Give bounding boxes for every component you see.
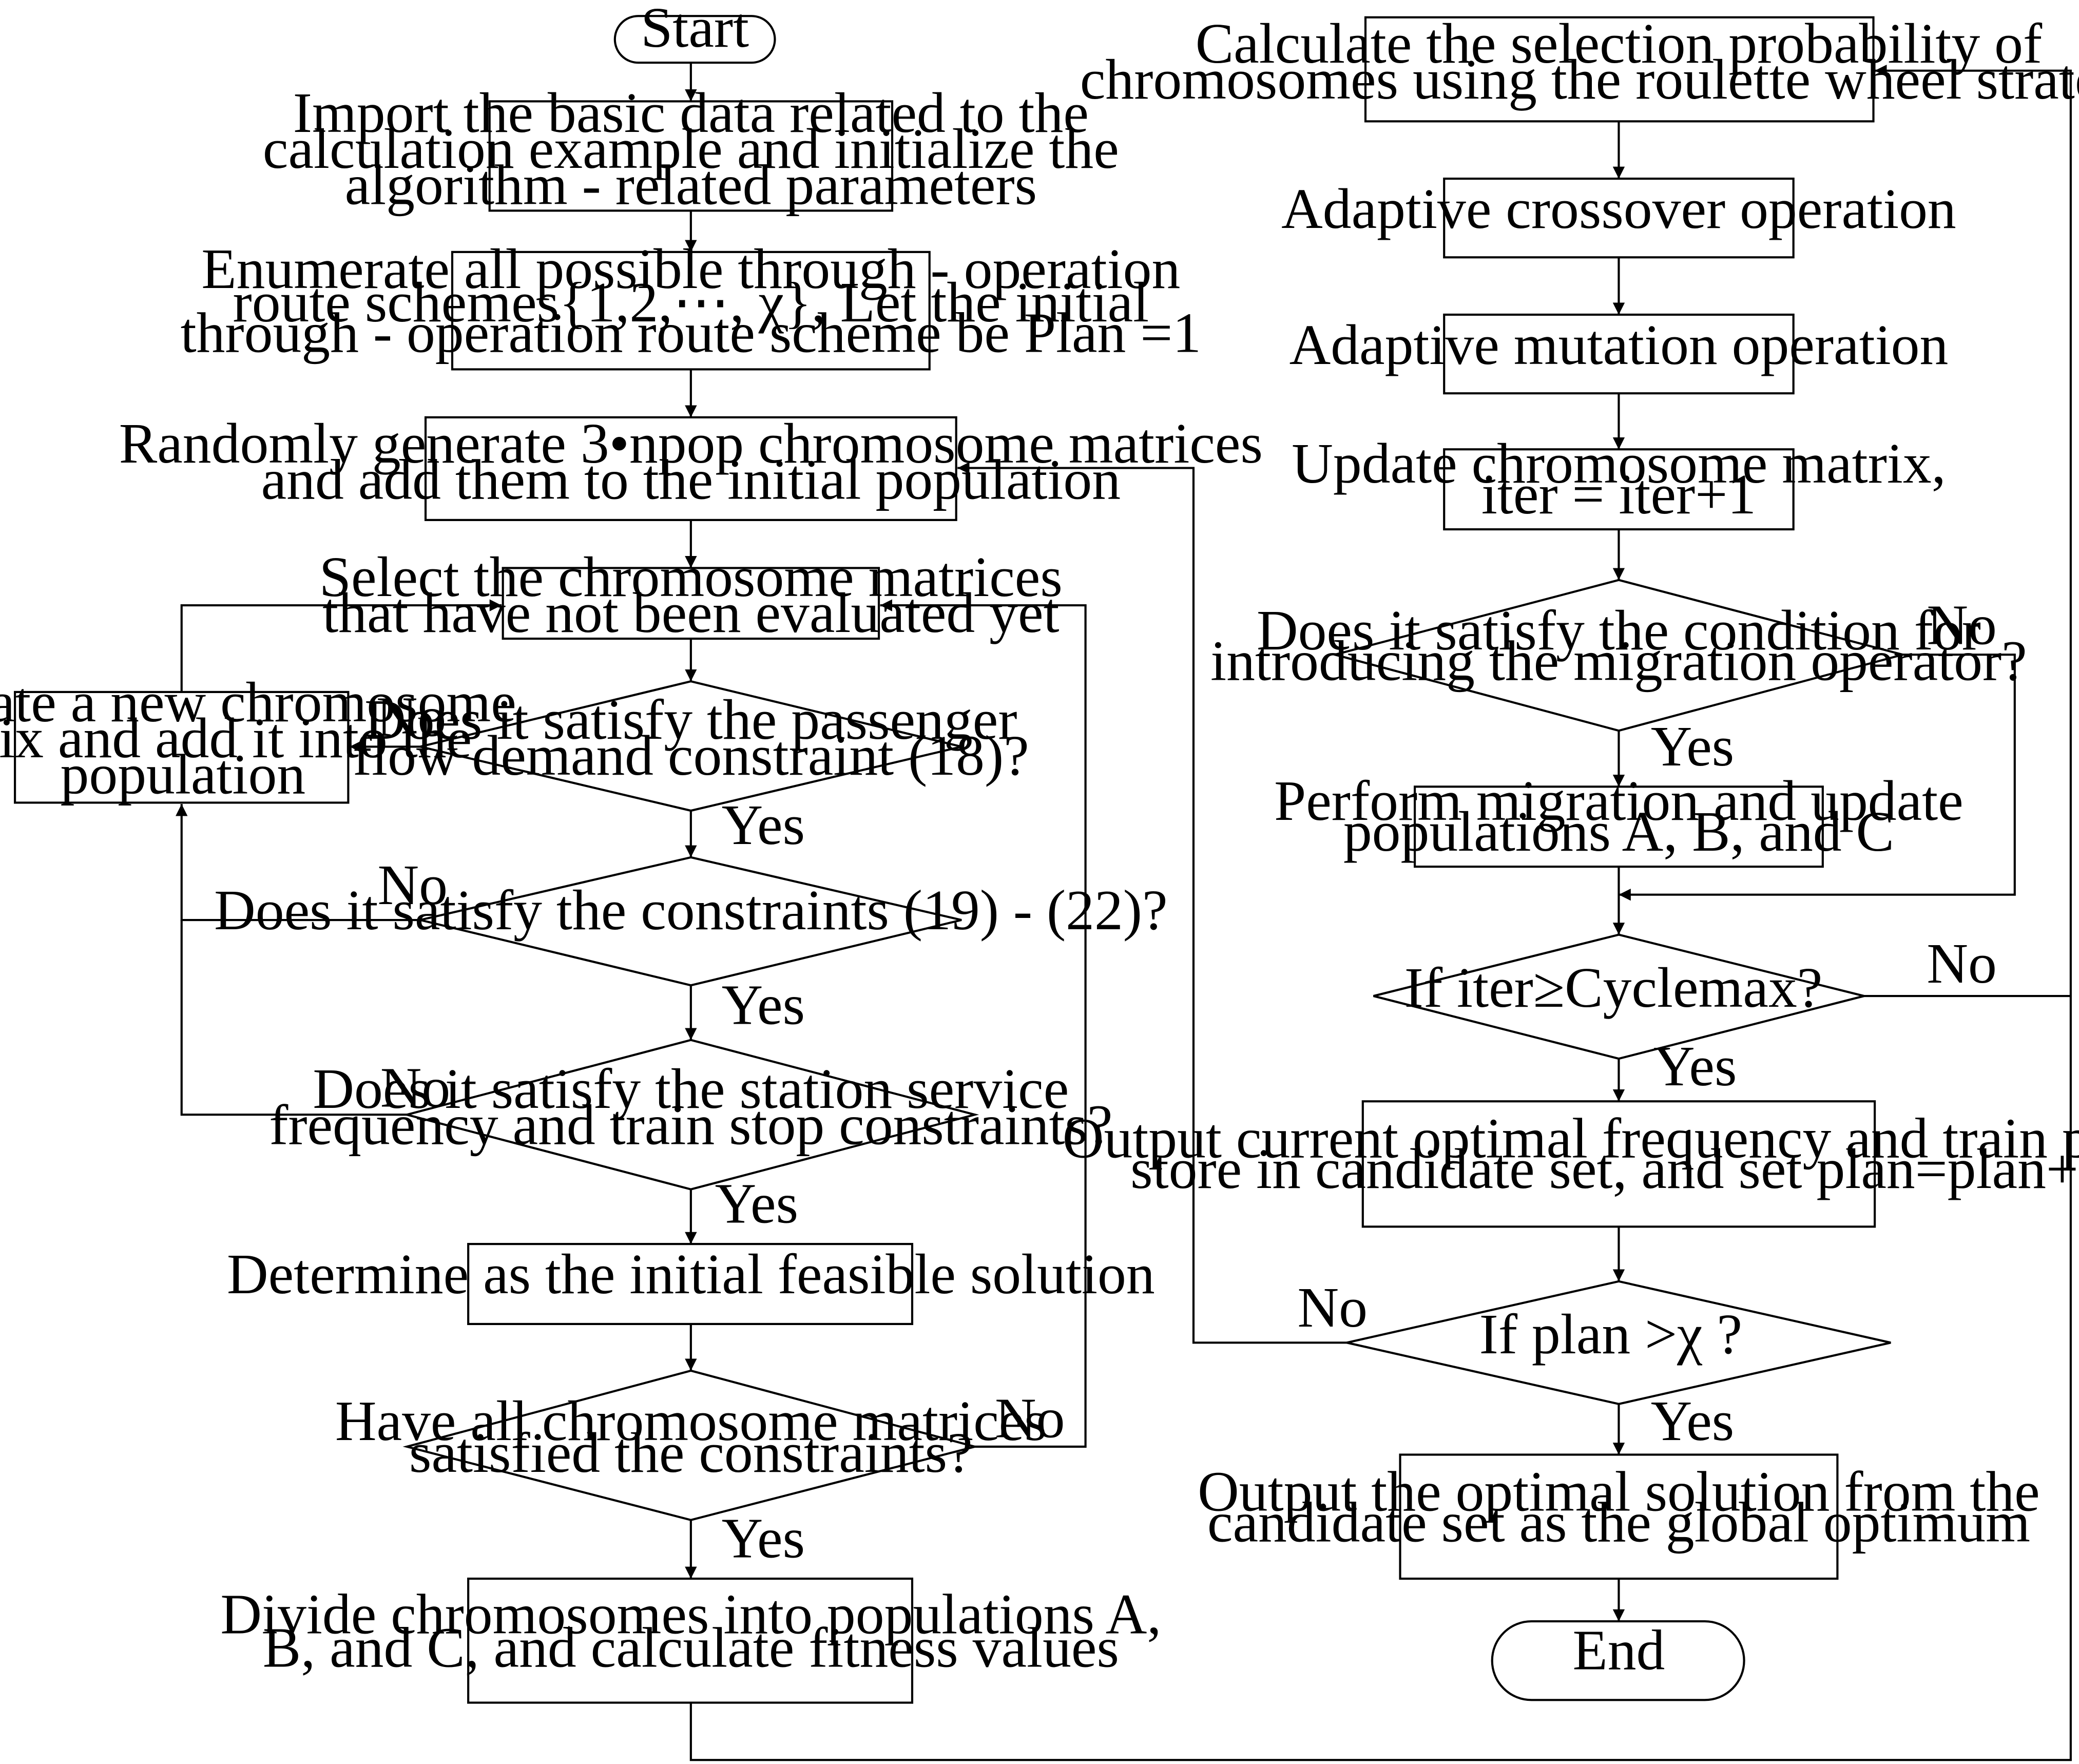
update-box [1443, 448, 1795, 531]
start-text: Start [641, 0, 749, 60]
d6-text: If iter≥Cyclemax? [1404, 956, 1823, 1020]
yes-label-d3: Yes [715, 1172, 798, 1236]
import-text-3: algorithm - related parameters [345, 153, 1037, 217]
generate-text-3: population [61, 742, 306, 806]
randomly-text-2: and add them to the initial population [261, 448, 1121, 511]
divide-text-1: Divide chromosomes into populations A, [220, 1582, 1161, 1646]
mutation-text: Adaptive mutation operation [1289, 313, 1949, 377]
generate-text-1: Generate a new chromosome [0, 670, 516, 734]
no-label-d7: No [1298, 1276, 1368, 1339]
decision-migration [1331, 579, 1907, 732]
d3-text-2: frequency and train stop constraints? [269, 1093, 1112, 1157]
d7-text: If plan >χ ? [1479, 1302, 1742, 1366]
enumerate-text-2: route schemes{1,2,⋯, χ}, Let the initial [233, 271, 1149, 334]
divide-box [467, 1577, 914, 1704]
generate-box [14, 691, 350, 804]
d1-text-2: flow demand constraint (18)? [353, 724, 1029, 788]
determine-text: Determine as the initial feasible soluti… [227, 1242, 1155, 1306]
decision-constraints-19-22 [420, 856, 962, 987]
start-terminal [613, 15, 776, 64]
edge-d7-no-randomly [957, 462, 1347, 1344]
no-label-d3: No [380, 1056, 450, 1120]
d5-text-1: Does it satisfy the condition for [1257, 599, 1981, 662]
select-box [502, 567, 880, 640]
yes-label-d4: Yes [722, 1506, 805, 1570]
enumerate-box [451, 251, 931, 371]
select-text-1: Select the chromosome matrices [319, 545, 1063, 609]
no-label-d6: No [1927, 932, 1996, 995]
decision-iter-cycle [1373, 933, 1864, 1060]
divide-text-2: B, and C, and calculate fitness values [263, 1616, 1119, 1679]
migrate-box [1414, 785, 1824, 868]
update-text-1: Update chromosome matrix, [1292, 432, 1946, 495]
migrate-text-1: Perform migration and update [1274, 769, 1964, 833]
output-text-1: Output current optimal frequency and tra… [1063, 1106, 2079, 1170]
decision-all-satisfied [402, 1369, 979, 1521]
no-label-d1: No [376, 685, 446, 749]
edge-d4-no-select [880, 599, 1087, 1448]
d2-text-1: Does it satisfy the constraints (19) - (… [214, 878, 1167, 942]
yes-label-d2: Yes [722, 973, 805, 1037]
select-text-2: that have not been evaluated yet [322, 581, 1059, 645]
no-label-d4: No [995, 1387, 1065, 1450]
edge-generate-select [180, 599, 502, 692]
end-terminal [1491, 1620, 1745, 1701]
decision-passenger-flow [420, 680, 962, 812]
d3-text-1: Does it satisfy the station service [313, 1057, 1069, 1121]
end-text: End [1573, 1619, 1665, 1682]
edge-divide-calc [689, 64, 2072, 1761]
import-text-1: Import the basic data related to the [293, 81, 1089, 145]
mutation-box [1443, 313, 1795, 395]
no-label-d2: No [378, 853, 448, 917]
final-text-2: candidate set as the global optimum [1207, 1490, 2030, 1554]
edge-d3-no [180, 920, 407, 1116]
d4-text-1: Have all chromosome matrices [335, 1389, 1047, 1453]
yes-label-d7: Yes [1651, 1389, 1734, 1453]
import-box [488, 100, 894, 212]
randomly-text-1: Randomly generate 3•npop chromosome matr… [119, 412, 1263, 475]
final-box [1399, 1453, 1839, 1580]
output-box [1361, 1100, 1876, 1228]
generate-text-2: matrix and add it into the [0, 706, 472, 770]
determine-box [467, 1243, 914, 1326]
final-text-1: Output the optimal solution from the [1198, 1460, 2040, 1524]
update-text-2: iter = iter+1 [1481, 463, 1756, 526]
decision-plan-chi [1346, 1280, 1891, 1405]
randomly-box [424, 416, 957, 521]
enumerate-text-3: through - operation route scheme be Plan… [181, 301, 1202, 365]
d4-text-2: satisfied the constraints? [409, 1421, 973, 1485]
calc-text-2: chromosomes using the roulette wheel str… [1080, 48, 2079, 111]
output-text-2: store in candidate set, and set plan=pla… [1130, 1137, 2079, 1201]
enumerate-text-1: Enumerate all possible through - operati… [201, 237, 1180, 301]
calc-box [1364, 16, 1875, 123]
crossover-box [1443, 177, 1795, 259]
edge-d5-no [1619, 654, 2016, 901]
yes-label-d5: Yes [1651, 715, 1734, 778]
no-label-d5: No [1927, 593, 1996, 657]
yes-label-d6: Yes [1653, 1034, 1737, 1098]
d1-text-1: Does it satisfy the passenger [364, 688, 1017, 752]
decision-station-service [402, 1039, 979, 1191]
d5-text-2: introducing the migration operator? [1210, 629, 2027, 693]
yes-label-d1: Yes [722, 793, 805, 857]
connector-lines [176, 63, 2072, 1761]
import-text-2: calculation example and initialize the [263, 117, 1119, 181]
calc-text-1: Calculate the selection probability of [1196, 12, 2043, 75]
crossover-text: Adaptive crossover operation [1281, 177, 1956, 241]
migrate-text-2: populations A, B, and C [1343, 800, 1894, 864]
